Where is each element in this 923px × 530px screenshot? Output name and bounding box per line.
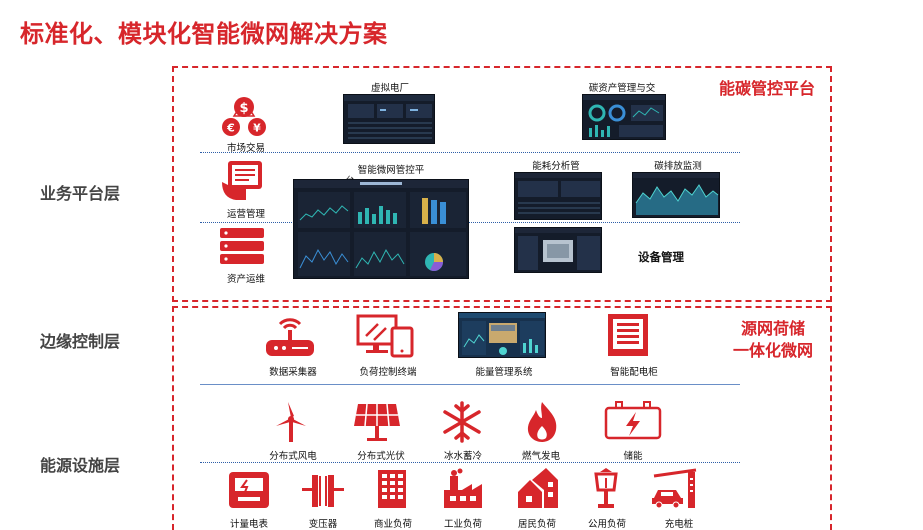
svg-text:€: € bbox=[226, 122, 235, 135]
svg-text:$: $ bbox=[239, 101, 248, 116]
label-energy-management-system: 能量管理系统 bbox=[475, 367, 533, 378]
equipment-management-screenshot bbox=[514, 227, 602, 273]
microgrid-frame bbox=[172, 306, 832, 530]
separator bbox=[200, 222, 740, 223]
label-carbon-monitoring: 碳排放监测 bbox=[654, 161, 702, 172]
platform-name-energy-carbon: 能碳管控平台 bbox=[718, 79, 815, 98]
label-energy-storage: 储能 bbox=[623, 451, 643, 462]
label-industrial-load: 工业负荷 bbox=[443, 519, 482, 530]
transformer-icon bbox=[300, 472, 346, 510]
platform-name-line1: 源网荷储 bbox=[740, 319, 805, 338]
server-rack-icon bbox=[218, 226, 266, 266]
label-meter: 计量电表 bbox=[229, 519, 268, 530]
charging-station-icon bbox=[650, 466, 700, 510]
svg-text:¥: ¥ bbox=[253, 122, 261, 135]
tablet-touch-icon bbox=[218, 158, 268, 204]
label-charging-pile: 充电桩 bbox=[664, 519, 694, 530]
label-carbon-asset: 碳资产管理与交 bbox=[588, 83, 656, 94]
label-residential-load: 居民负荷 bbox=[517, 519, 556, 530]
label-smart-cabinet: 智能配电柜 bbox=[610, 367, 658, 378]
platform-name-line2: 一体化微网 bbox=[732, 341, 813, 360]
carbon-asset-screenshot bbox=[582, 94, 666, 140]
separator bbox=[200, 384, 740, 385]
page-title: 标准化、模块化智能微网解决方案 bbox=[20, 20, 388, 48]
label-virtual-power-plant: 虚拟电厂 bbox=[370, 83, 409, 94]
virtual-power-plant-screenshot bbox=[343, 94, 435, 144]
layer-label-business: 业务平台层 bbox=[40, 184, 121, 203]
flame-icon bbox=[522, 400, 562, 444]
carbon-monitoring-screenshot bbox=[632, 172, 720, 218]
office-building-icon bbox=[372, 468, 412, 510]
label-ice-storage: 冰水蓄冷 bbox=[443, 451, 482, 462]
router-icon bbox=[262, 312, 318, 358]
label-operation-management: 运营管理 bbox=[226, 209, 265, 220]
street-lamp-icon bbox=[586, 466, 626, 510]
energy-analysis-screenshot bbox=[514, 172, 602, 220]
microgrid-platform-screenshot bbox=[293, 179, 469, 279]
solar-panel-icon bbox=[352, 400, 402, 444]
monitor-tablet-icon bbox=[356, 314, 414, 358]
business-platform-frame bbox=[172, 66, 832, 302]
snowflake-icon bbox=[440, 400, 484, 444]
battery-icon bbox=[602, 400, 664, 444]
label-data-collector: 数据采集器 bbox=[269, 367, 317, 378]
label-distributed-wind: 分布式风电 bbox=[269, 451, 317, 462]
label-distributed-pv: 分布式光伏 bbox=[357, 451, 405, 462]
energy-management-screenshot bbox=[458, 312, 546, 358]
label-transformer: 变压器 bbox=[308, 519, 338, 530]
label-load-control-terminal: 负荷控制终端 bbox=[359, 367, 417, 378]
label-energy-analysis: 能耗分析管 bbox=[532, 161, 580, 172]
separator bbox=[200, 462, 740, 463]
label-asset-om: 资产运维 bbox=[226, 274, 265, 285]
money-exchange-icon: $ € ¥ bbox=[220, 96, 268, 140]
label-microgrid-platform: 智能微网管控平 bbox=[357, 165, 425, 176]
wind-turbine-icon bbox=[268, 400, 314, 444]
houses-icon bbox=[516, 466, 560, 510]
layer-label-edge: 边缘控制层 bbox=[40, 332, 121, 351]
label-market-trading: 市场交易 bbox=[226, 143, 265, 154]
label-equipment-management: 设备管理 bbox=[638, 250, 684, 264]
label-public-load: 公用负荷 bbox=[587, 519, 626, 530]
layer-label-energy: 能源设施层 bbox=[40, 456, 121, 475]
label-gas-power: 燃气发电 bbox=[521, 451, 560, 462]
factory-icon bbox=[440, 468, 486, 510]
label-commercial-load: 商业负荷 bbox=[373, 519, 412, 530]
separator bbox=[200, 152, 740, 153]
meter-icon bbox=[226, 470, 272, 510]
distribution-cabinet-icon bbox=[604, 312, 652, 358]
